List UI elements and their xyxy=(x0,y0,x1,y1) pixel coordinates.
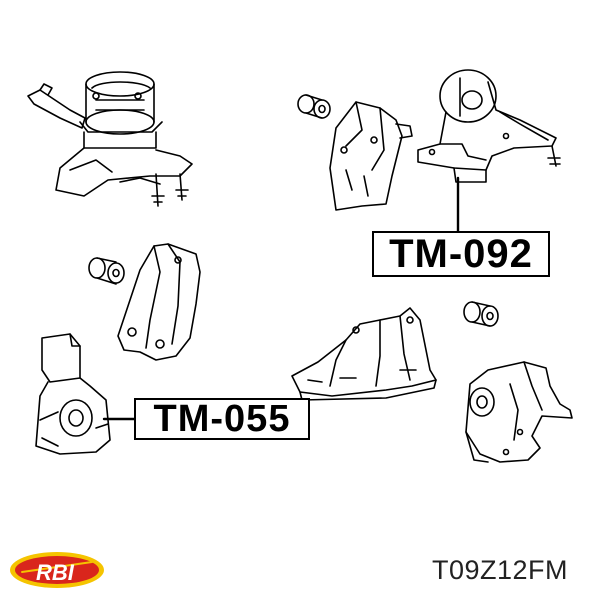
part-number: T09Z12FM xyxy=(432,555,569,585)
callout-tm092: TM-092 xyxy=(372,231,550,277)
rbi-logo: RBI xyxy=(10,552,104,588)
bushing-small-left xyxy=(88,257,125,285)
engine-mount-tm055 xyxy=(35,333,111,455)
bracket-top-center xyxy=(329,101,413,211)
engine-mount-tm092 xyxy=(417,69,561,183)
rbi-logo-text: RBI xyxy=(36,560,75,585)
bracket-tall-left xyxy=(117,243,201,361)
engine-mount-right-lower xyxy=(465,361,573,463)
engine-mount-front-right xyxy=(27,71,193,207)
bushing-small-top xyxy=(297,94,331,119)
bracket-large-center xyxy=(291,307,437,401)
callout-tm055: TM-055 xyxy=(134,398,310,440)
bushing-small-right xyxy=(463,301,499,327)
